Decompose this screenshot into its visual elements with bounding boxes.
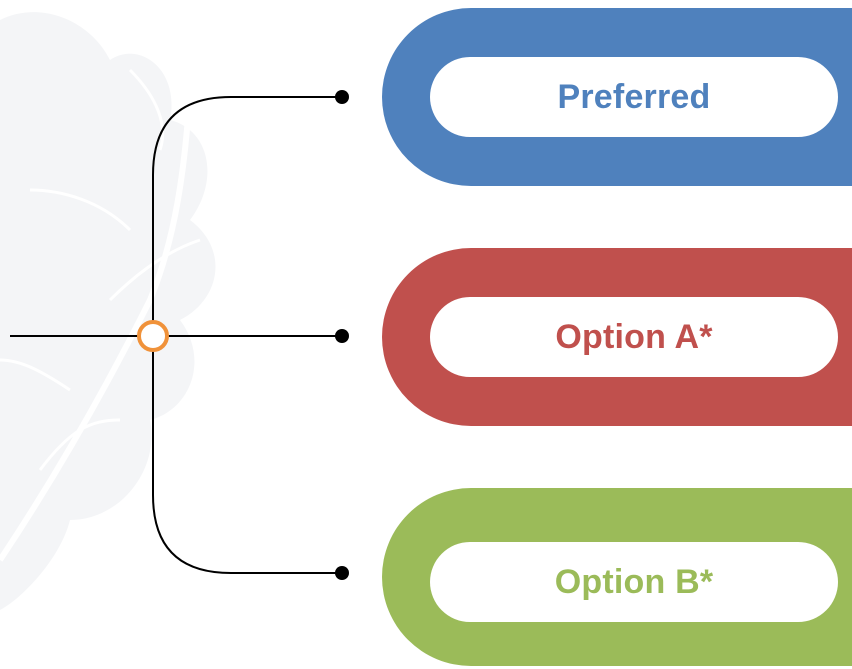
lower-branch-line [152, 351, 340, 574]
option-label-option-b: Option B* [430, 542, 838, 622]
endpoint-dot-preferred [335, 90, 349, 104]
junction-node [137, 320, 169, 352]
option-label-option-a: Option A* [430, 297, 838, 377]
endpoint-dot-option-a [335, 329, 349, 343]
option-label-preferred: Preferred [430, 57, 838, 137]
endpoint-dot-option-b [335, 566, 349, 580]
upper-branch-line [152, 96, 340, 321]
connector-lines [10, 96, 340, 574]
